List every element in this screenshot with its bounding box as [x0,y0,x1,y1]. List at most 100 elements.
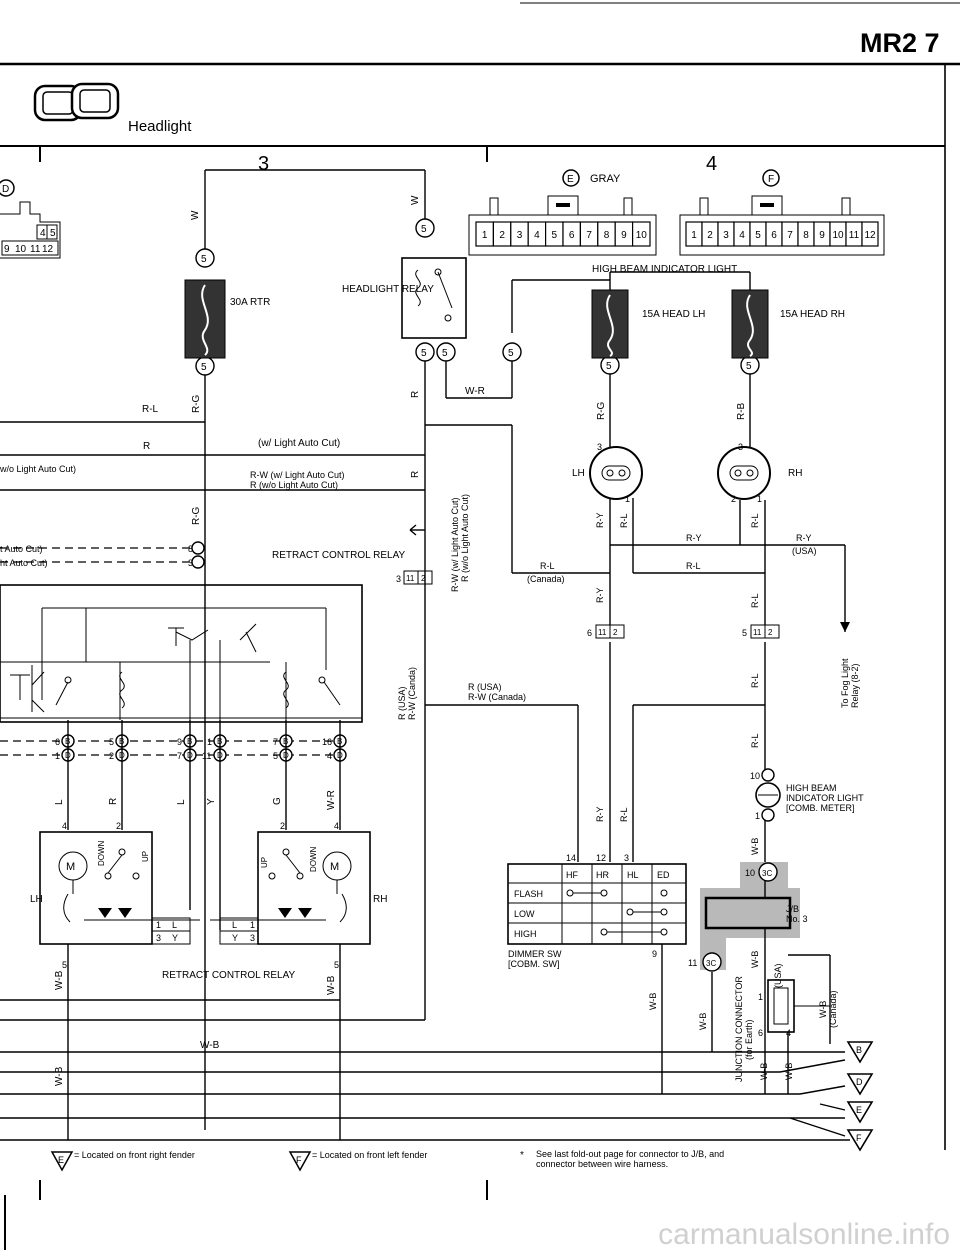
connector-f: F [679,169,885,256]
svg-text:3: 3 [396,574,401,584]
svg-text:5: 5 [442,348,448,359]
wire-l-mid: L [176,799,187,805]
wire-r-horiz: R [143,441,150,452]
svg-text:5: 5 [201,254,207,265]
connector-b-8 [191,541,205,555]
dimmer-col-ed: ED [657,870,670,880]
motor-wires [67,720,341,930]
svg-text:4: 4 [786,1028,791,1038]
wire-wb-dimmer: W-B [648,993,658,1010]
wire-y-mid: Y [206,798,217,805]
svg-text:M: M [330,861,339,873]
svg-text:12: 12 [42,244,54,255]
wire-rl-canada: R-L [540,561,555,571]
retract-control-relay-top-label: RETRACT CONTROL RELAY [272,550,405,561]
svg-text:10: 10 [15,244,27,255]
svg-text:3: 3 [156,933,161,943]
svg-text:F: F [768,174,774,185]
dimmer-row-flash: FLASH [514,889,543,899]
ground-wires [0,944,850,1141]
svg-text:4: 4 [334,821,339,831]
dimmer-col-hf: HF [566,870,578,880]
svg-text:3: 3 [250,933,255,943]
connector-e-pin-cell [631,221,651,247]
relay-node-pin: 7 [177,751,182,761]
wire-wb-jc1: W-B [759,1063,769,1080]
ground-triangle-label: D [856,1077,863,1087]
connector-f-pin-label: 10 [832,230,844,241]
svg-text:1: 1 [156,920,161,930]
wire-rb-rh-head: R-B [736,402,747,420]
fog-relay-label: Relay (8-2) [850,663,860,708]
connector-3-11-2: 3 11 2 [396,570,433,585]
svg-text:5: 5 [50,228,56,239]
wire-wr-label: W-R [465,386,485,397]
connector-d-3 [191,555,205,569]
junction-connector-label: JUNCTION CONNECTOR [734,976,744,1082]
wire-rg-lh-head: R-G [596,401,607,420]
column-4-label: 4 [706,153,717,175]
svg-text:M: M [66,861,75,873]
wire-ry-lh: R-Y [595,513,605,529]
r-wo-light-label: R (w/o Light Auto Cut) [250,480,338,490]
wire-wb-canada: W-B [818,1001,828,1018]
fuse-15a-rh-label: 15A HEAD RH [780,309,845,320]
lh-up-label: UP [141,851,150,862]
wire-rl-label: R-L [142,404,159,415]
headlight-icon [33,82,120,122]
ground-triangle-f [846,1129,874,1152]
dimmer-row-high: HIGH [514,929,537,939]
svg-text:5: 5 [508,348,514,359]
svg-text:11: 11 [688,958,697,968]
relay-node-pin: 9 [177,737,182,747]
canada-label-jc: (Canada) [828,990,838,1028]
headlight-lh [589,446,643,500]
ht-auto-cut-label: ht Auto Cut) [0,558,48,568]
connector-e-pin-label: 4 [534,230,540,241]
footer-star: * [520,1150,524,1161]
wire-rl-fog: R-L [750,673,760,688]
svg-text:5: 5 [201,362,207,373]
relay-node-pin: 2 [109,751,114,761]
ground-triangle-d [846,1073,874,1096]
dimmer-pin-14: 14 [566,853,576,863]
svg-text:4: 4 [40,228,46,239]
wire-ry-down: R-Y [595,588,605,604]
dimmer-col-hl: HL [627,870,639,880]
relay-node-pin: 7 [273,737,278,747]
svg-text:4: 4 [62,821,67,831]
wire-g-rh: G [272,797,283,805]
svg-text:F: F [296,1155,302,1165]
wire-wb-lh: W-B [54,970,65,990]
connector-e-pin-label: 3 [517,230,523,241]
high-beam-indicator-light-label: HIGH BEAM INDICATOR LIGHT [592,264,737,275]
lh-down-label: DOWN [97,840,106,866]
headlight-relay-label: HEADLIGHT RELAY [342,284,434,295]
footer-f-note: = Located on front left fender [312,1150,427,1160]
svg-text:5: 5 [421,348,427,359]
lh-mid-wire-l: L [172,920,177,930]
svg-text:5: 5 [742,628,747,638]
to-fog-light-label: To Fog Light [840,658,850,708]
connector-f-pin-label: 9 [819,230,825,241]
svg-text:2: 2 [116,821,121,831]
connector-e-pin-label: 1 [482,230,488,241]
w-light-auto-cut-label: (w/ Light Auto Cut) [258,438,340,449]
footer-e-triangle: E [50,1151,74,1172]
svg-text:1: 1 [625,494,630,504]
wire-rl-lh: R-L [619,513,629,528]
t-auto-cut-label: t Auto Cut) [0,544,43,554]
connector-f-pin-label: 2 [707,230,713,241]
svg-text:11: 11 [598,628,607,637]
svg-text:3C: 3C [762,869,772,878]
svg-text:11: 11 [406,574,415,583]
footer-star-note: See last fold-out page for connector to … [536,1149,725,1169]
wire-rl-mid: R-L [686,561,701,571]
connector-f-pin-label: 5 [755,230,761,241]
relay-node-pin: 11 [202,751,211,761]
